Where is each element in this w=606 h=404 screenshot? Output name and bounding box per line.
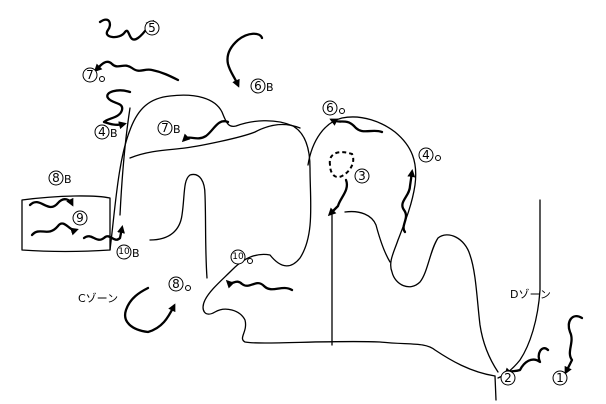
marker-8b: 8 B (48, 170, 72, 186)
course-boundaries (21, 94, 541, 401)
boundary-mid-left (149, 173, 208, 279)
boundary-hole7-left (119, 107, 131, 216)
svg-text:6: 6 (326, 101, 334, 115)
route-9 (30, 222, 79, 237)
marker-3: 3 (354, 168, 370, 184)
route-6 (329, 118, 384, 134)
svg-text:2: 2 (504, 371, 512, 385)
svg-text:4: 4 (422, 148, 430, 162)
svg-text:1: 1 (556, 371, 564, 385)
boundary-left-box (21, 195, 111, 253)
route-5 (98, 18, 155, 41)
zone-d-label: Dゾーン (510, 288, 551, 301)
routes (28, 18, 584, 377)
zone-c-label: Cゾーン (78, 292, 118, 305)
route-1 (564, 315, 584, 375)
marker-6b: 6 B (250, 78, 274, 94)
svg-text:7: 7 (86, 68, 94, 82)
svg-text:7: 7 (161, 121, 169, 135)
boundary-inner-upper (129, 123, 301, 159)
marker-4: 4 (418, 147, 441, 163)
svg-text:3: 3 (358, 169, 366, 183)
marker-2: 2 (500, 370, 516, 386)
svg-text:B: B (173, 123, 181, 136)
zone-labels: Cゾーン Dゾーン (78, 288, 551, 305)
marker-8: 8 (168, 276, 191, 292)
boundary-central-loop (307, 116, 499, 373)
route-3 (327, 178, 349, 217)
marker-5: 5 (144, 20, 160, 36)
marker-7b: 7 B (157, 120, 181, 136)
marker-10b: 10 B (116, 244, 140, 260)
marker-10: 10 (230, 249, 253, 265)
route-10b (82, 225, 125, 241)
boundary-bottom-tail (494, 375, 497, 401)
route-3-dashed (328, 151, 355, 178)
route-6b (226, 32, 264, 88)
boundary-outer-main (109, 94, 496, 377)
svg-text:6: 6 (254, 79, 262, 93)
svg-text:8: 8 (52, 171, 60, 185)
svg-text:9: 9 (76, 211, 84, 225)
svg-text:B: B (132, 247, 140, 260)
boundary-mid-right (344, 210, 391, 263)
marker-9: 9 (72, 210, 88, 226)
route-7b (181, 120, 230, 143)
route-8 (123, 286, 176, 334)
svg-text:5: 5 (148, 21, 156, 35)
marker-1: 1 (552, 370, 568, 386)
route-8b (28, 197, 74, 209)
route-4 (401, 169, 416, 234)
svg-text:4: 4 (98, 125, 106, 139)
route-10 (225, 279, 294, 292)
svg-text:10: 10 (118, 247, 130, 257)
route-7 (93, 60, 180, 82)
markers: 5 7 4 B 6 B 7 B 6 (48, 20, 568, 386)
marker-6: 6 (322, 100, 345, 116)
route-4b (102, 89, 132, 130)
svg-text:B: B (266, 81, 274, 94)
svg-text:B: B (110, 127, 118, 140)
route-2 (503, 347, 550, 377)
marker-4b: 4 B (94, 124, 118, 140)
marker-7: 7 (82, 67, 105, 83)
svg-text:8: 8 (172, 277, 180, 291)
svg-text:10: 10 (232, 252, 244, 262)
svg-text:B: B (64, 173, 72, 186)
